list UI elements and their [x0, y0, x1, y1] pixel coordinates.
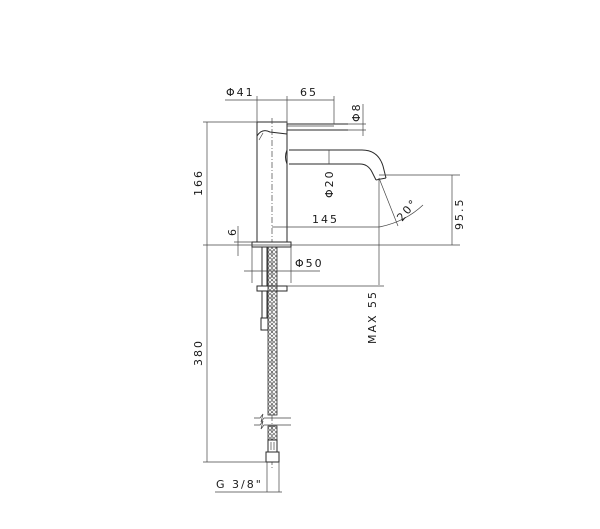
dim-spout-reach: 145: [312, 213, 339, 226]
dim-base-thickness-label: 6: [226, 227, 239, 236]
braided-hose: [254, 246, 291, 492]
dim-hose-connection: G 3/8": [215, 478, 282, 493]
dim-lever: Φ8: [348, 102, 366, 136]
dim-max-deck: MAX 55: [287, 285, 384, 344]
dim-hose-length: 380: [192, 339, 266, 463]
dim-hose-length-label: 380: [192, 339, 205, 366]
dim-base-diameter-label: Φ50: [295, 257, 324, 270]
lever-handle: [287, 123, 348, 131]
dim-height: 166: [192, 121, 380, 462]
dim-outlet-height: 95.5: [379, 174, 466, 246]
spout: [285, 149, 387, 181]
faucet-body: [256, 118, 288, 470]
dim-max-deck-label: MAX 55: [366, 290, 379, 344]
dim-lever-diameter: Φ8: [350, 102, 363, 122]
dim-angle: 20°: [378, 177, 424, 228]
dim-reach: 145: [272, 178, 380, 285]
dim-top: Φ41 65: [225, 86, 335, 124]
dim-hose-connection-label: G 3/8": [216, 478, 263, 491]
dim-outlet-height-label: 95.5: [453, 198, 466, 231]
dim-base-thickness: 6: [226, 226, 252, 256]
dim-spout-reach-top: 65: [300, 86, 318, 99]
dim-spout-diameter: Φ20: [323, 150, 336, 198]
dim-base-diameter: Φ50: [244, 257, 324, 272]
dim-body-diameter: Φ41: [226, 86, 255, 99]
dim-spout-diameter-label: Φ20: [323, 169, 336, 198]
dim-total-height: 166: [192, 169, 205, 196]
